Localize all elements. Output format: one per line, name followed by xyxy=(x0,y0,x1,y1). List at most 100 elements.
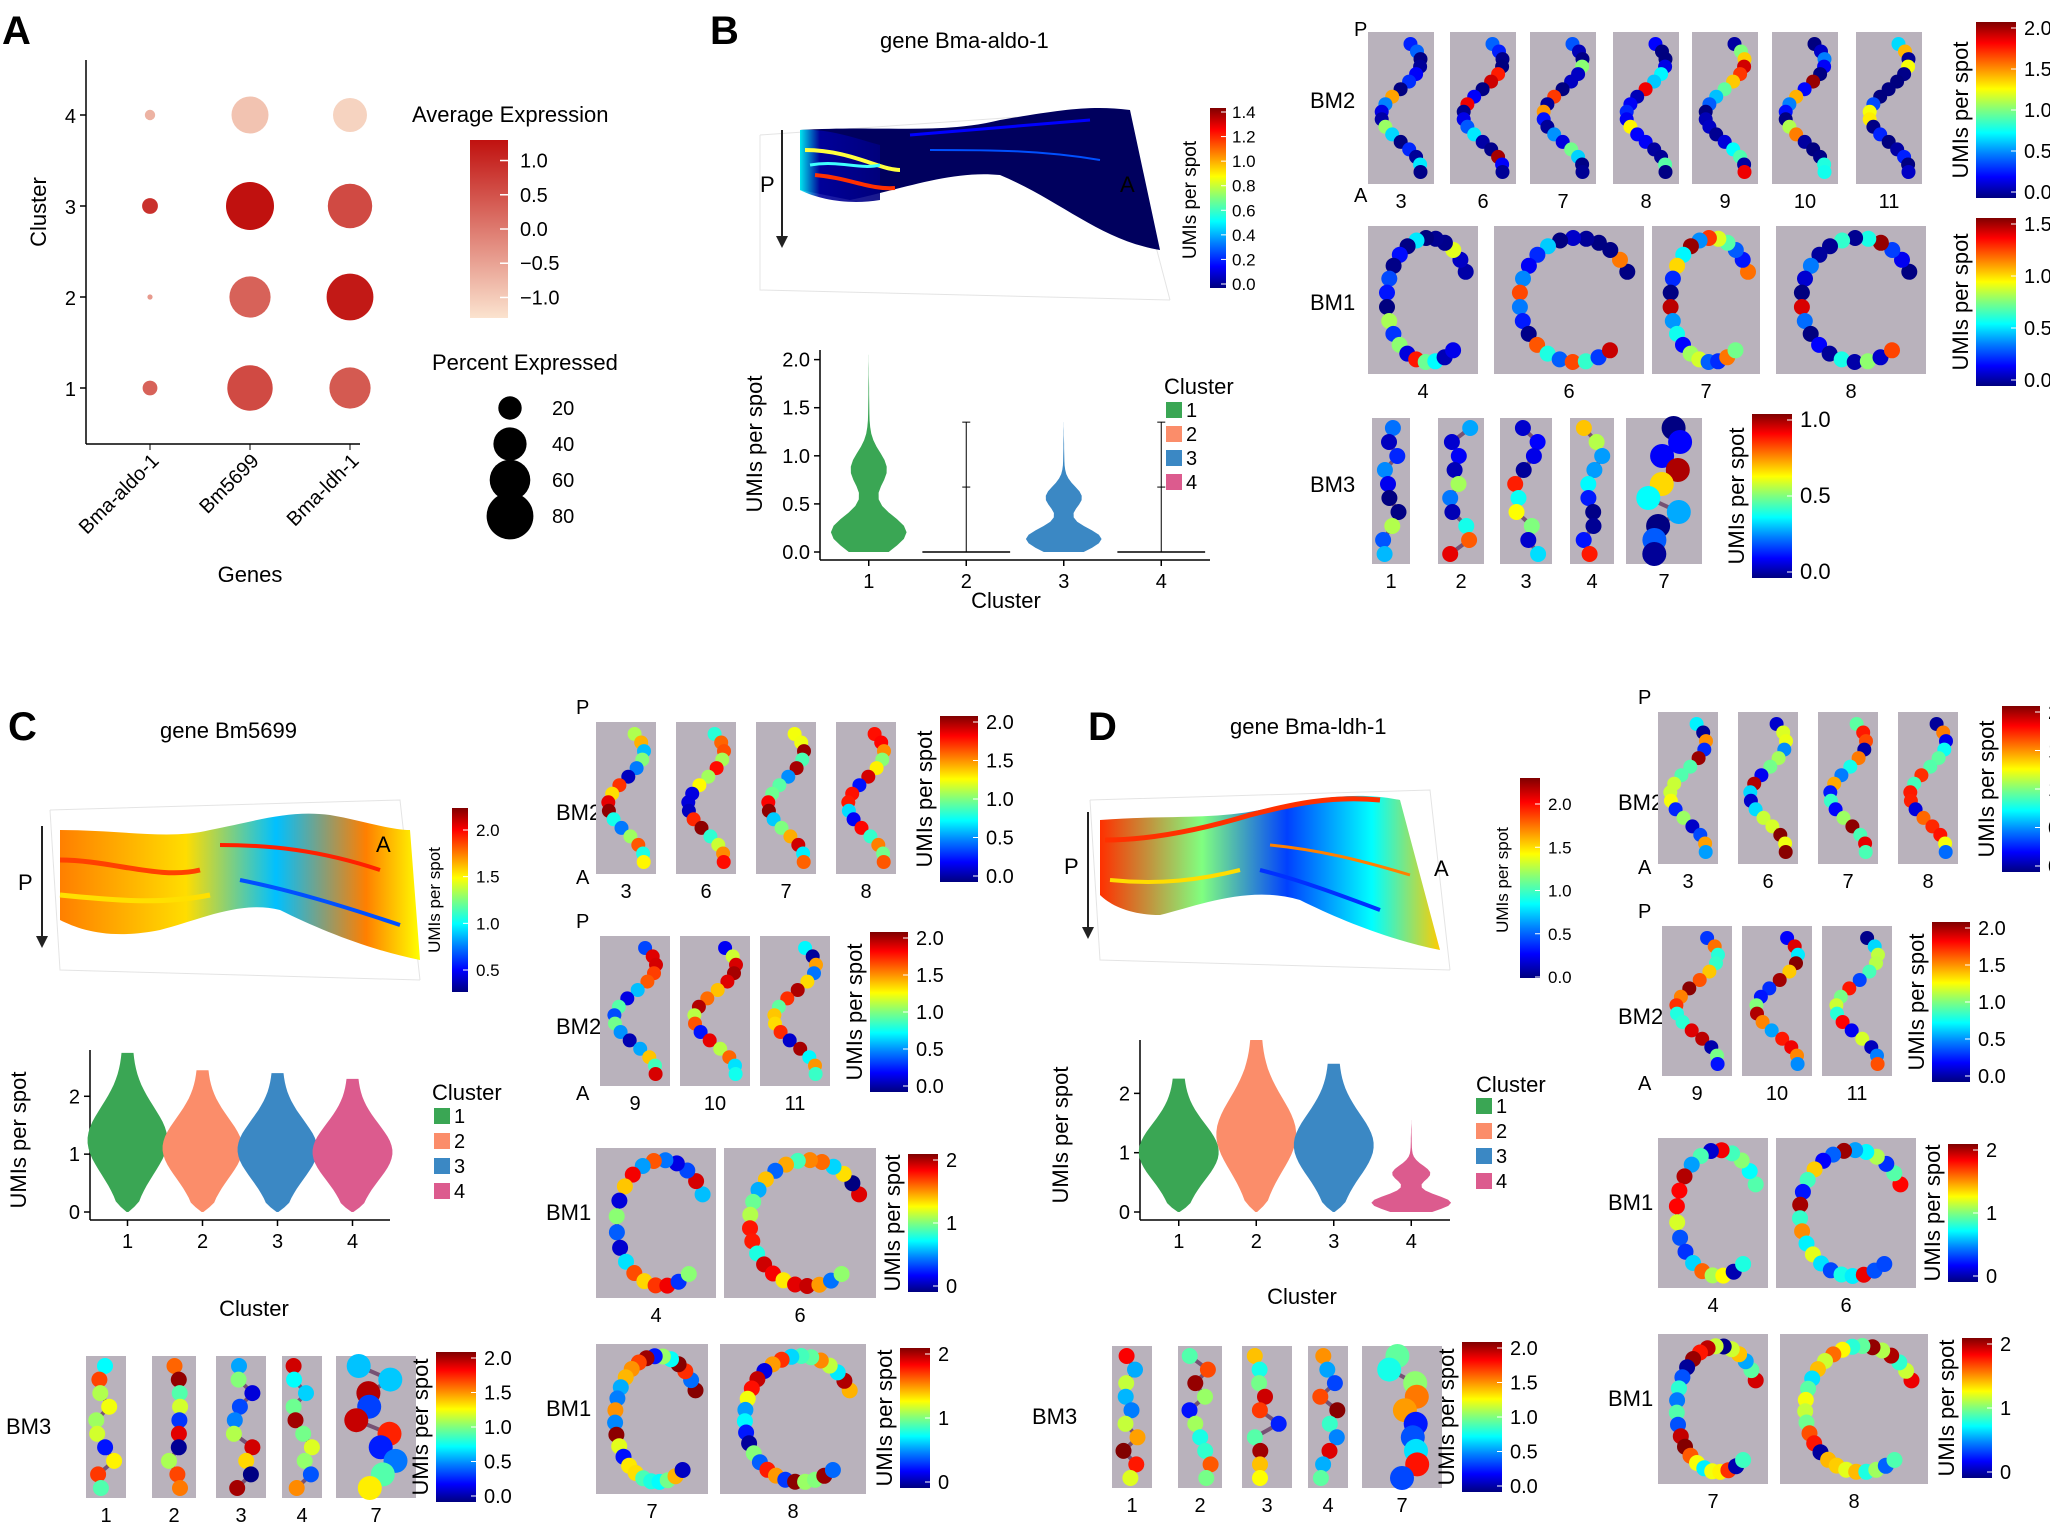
b-cbar-label: UMIs per spot xyxy=(1180,140,1201,259)
violin-y-tick-label: 0 xyxy=(69,1202,80,1224)
spot xyxy=(229,1480,246,1496)
a-dot xyxy=(226,182,274,230)
a-size-label: 80 xyxy=(552,506,574,528)
spot xyxy=(1612,251,1628,268)
spot xyxy=(1246,1348,1263,1364)
cbar-tick-label: 0 xyxy=(2000,1462,2011,1484)
spot xyxy=(624,1166,641,1183)
spot xyxy=(1580,490,1597,506)
section-tile: 7 xyxy=(596,1344,708,1523)
spot xyxy=(640,974,655,989)
section-id: 6 xyxy=(1840,1295,1851,1317)
spot xyxy=(1552,232,1569,249)
spot xyxy=(1602,342,1618,359)
spot xyxy=(244,1439,261,1456)
spot xyxy=(1539,345,1556,362)
spot xyxy=(1118,1375,1135,1392)
section-id: 6 xyxy=(1563,381,1574,403)
spot xyxy=(1735,1452,1752,1468)
violin-x-tick-label: 3 xyxy=(1058,571,1069,593)
cbar-tick-label: 1.5 xyxy=(986,751,1014,773)
legend-label: 3 xyxy=(1496,1146,1507,1168)
section-id: 9 xyxy=(629,1093,640,1115)
legend-label: 4 xyxy=(1186,472,1197,494)
spot xyxy=(288,1480,305,1496)
cbar-tick-label: 0 xyxy=(1986,1266,1997,1288)
bm2a-label: BM2 xyxy=(1618,790,1663,815)
spot xyxy=(1594,448,1611,464)
spot xyxy=(1802,257,1819,274)
spot xyxy=(657,1152,674,1169)
spot xyxy=(647,1277,664,1294)
cbar-label: UMIs per spot xyxy=(1948,234,1973,371)
bm2b-label: BM2 xyxy=(556,1014,601,1039)
spot xyxy=(1664,313,1681,329)
spot xyxy=(1199,1361,1216,1378)
spot xyxy=(609,1390,626,1407)
spot xyxy=(1792,1196,1809,1213)
spot xyxy=(1822,238,1838,255)
section-id: 6 xyxy=(1477,191,1488,213)
cbar-tick-label: 0.5 xyxy=(1510,1442,1538,1464)
spot xyxy=(802,1152,818,1169)
section-tile: 7 xyxy=(756,722,816,903)
bm2b-a: A xyxy=(576,1083,590,1105)
spot xyxy=(1683,1156,1700,1173)
spot xyxy=(789,761,804,776)
spot xyxy=(1602,242,1619,258)
c-arrow-a: A xyxy=(376,832,391,857)
spot xyxy=(1379,299,1395,315)
d-cbar-ticks: 2.01.51.00.50.0 xyxy=(1535,795,1572,987)
bm1-label: BM1 xyxy=(1310,290,1355,315)
spot xyxy=(1844,1023,1859,1038)
cbar-tick-label: 1.0 xyxy=(1978,992,2006,1014)
section-tile: 10 xyxy=(1772,32,1838,213)
cbar-gradient xyxy=(1752,414,1792,578)
spot xyxy=(1511,299,1528,315)
section-id: 11 xyxy=(1879,191,1900,213)
spot xyxy=(1619,263,1636,280)
spot xyxy=(710,983,725,997)
spot xyxy=(1676,810,1691,825)
spot xyxy=(781,769,796,784)
spot xyxy=(101,1398,118,1415)
legend-key xyxy=(1476,1148,1492,1164)
section-id: 7 xyxy=(1700,381,1711,403)
cbar-tick-label: 2 xyxy=(946,1150,957,1172)
spot xyxy=(869,761,884,776)
section-tile: 10 xyxy=(680,936,750,1115)
spot xyxy=(1650,444,1675,468)
b-cbar xyxy=(1210,108,1226,288)
violin-4 xyxy=(1371,1120,1452,1212)
spot xyxy=(1901,165,1916,179)
spot xyxy=(1833,351,1850,368)
cbar-tick-label: 0 xyxy=(938,1472,949,1494)
spot xyxy=(1385,257,1402,274)
spot xyxy=(1577,353,1594,370)
bm2-p-label: P xyxy=(1354,19,1367,41)
section-id: 6 xyxy=(794,1305,805,1327)
c-cbar xyxy=(452,808,468,992)
spot xyxy=(1894,251,1910,268)
panel-letter-b: B xyxy=(710,9,739,53)
section-id: 4 xyxy=(1322,1495,1333,1517)
legend-key xyxy=(1166,426,1182,442)
spot xyxy=(1590,234,1607,251)
d-violin-legend-title: Cluster xyxy=(1476,1072,1546,1097)
cbar-tick-label: 1.0 xyxy=(1510,1407,1538,1429)
cbar-tick-label: 0.0 xyxy=(1232,275,1256,294)
spot xyxy=(1668,1198,1685,1215)
c-arrowhead xyxy=(36,936,48,948)
spot xyxy=(1197,1442,1214,1459)
spot xyxy=(614,820,629,835)
violin-x-tick-label: 3 xyxy=(1328,1231,1339,1253)
spot xyxy=(1510,490,1527,506)
cbar-tick-label: 0.0 xyxy=(916,1076,944,1098)
spot xyxy=(1775,1031,1790,1046)
cbar-tick-label: 2.0 xyxy=(986,712,1014,734)
violin-x-tick-label: 4 xyxy=(1406,1231,1417,1253)
a-size-label: 40 xyxy=(552,434,574,456)
